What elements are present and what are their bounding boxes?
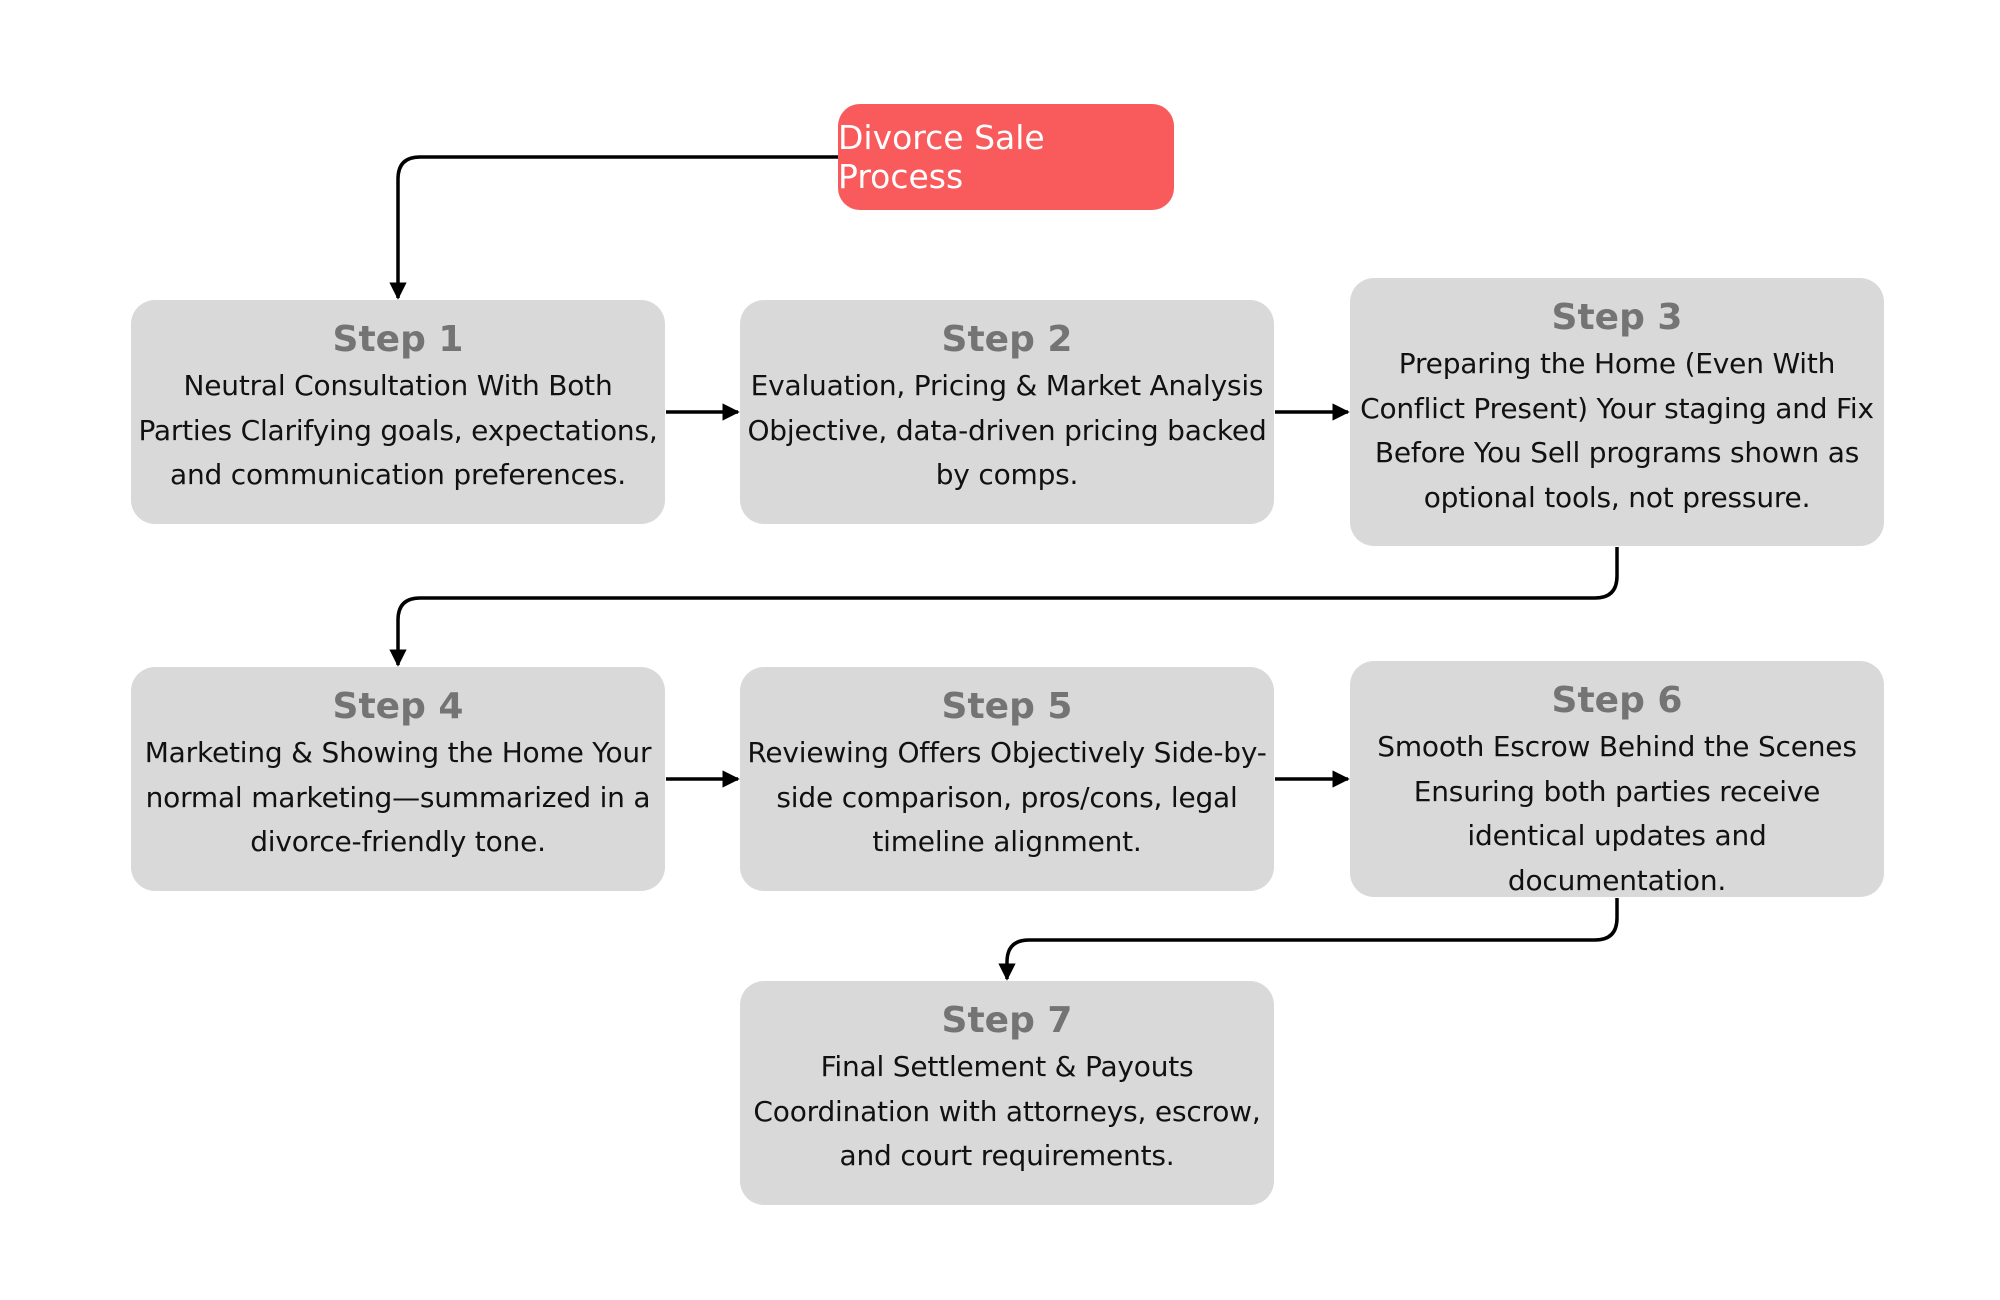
step-3-label: Step 3 (1551, 297, 1683, 338)
process-title: Divorce Sale Process (838, 104, 1174, 210)
step-7-line: Final Settlement & Payouts (820, 1050, 1194, 1083)
step-2-label: Step 2 (941, 319, 1073, 360)
step-2-box: Step 2 Evaluation, Pricing & Market Anal… (740, 300, 1274, 524)
step-1-label: Step 1 (332, 319, 464, 360)
step-4-label: Step 4 (332, 686, 464, 727)
step-5-label: Step 5 (941, 686, 1073, 727)
step-1-line: and communication preferences. (170, 458, 626, 491)
arrow-step-6-to-step-7 (998, 898, 1619, 981)
step-7-line: Coordination with attorneys, escrow, (753, 1094, 1261, 1128)
arrow-step-3-to-step-4 (389, 547, 1619, 667)
step-3-box: Step 3 Preparing the Home (Even With Con… (1350, 278, 1884, 546)
step-6-line: identical updates and (1467, 819, 1767, 852)
step-3-line: Before You Sell programs shown as (1374, 436, 1860, 469)
step-5-box: Step 5 Reviewing Offers Objectively Side… (740, 667, 1274, 891)
step-4-line: Marketing & Showing the Home Your (144, 736, 652, 769)
step-6-line: documentation. (1507, 863, 1727, 897)
step-1-line: Neutral Consultation With Both (183, 369, 613, 402)
step-4-line: divorce-friendly tone. (250, 825, 546, 858)
step-5-line: Reviewing Offers Objectively Side-by- (747, 736, 1267, 769)
step-7-line: and court requirements. (839, 1139, 1175, 1172)
step-2-line: Objective, data-driven pricing backed (747, 413, 1267, 447)
step-6-box: Step 6 Smooth Escrow Behind the Scenes E… (1350, 661, 1884, 897)
step-4-line: normal marketing—summarized in a (145, 780, 651, 814)
step-2-line: by comps. (935, 458, 1079, 491)
step-3-line: optional tools, not pressure. (1423, 480, 1811, 514)
step-6-line: Smooth Escrow Behind the Scenes (1377, 730, 1857, 763)
step-4-box: Step 4 Marketing & Showing the Home Your… (131, 667, 665, 891)
step-5-line: side comparison, pros/cons, legal (776, 780, 1238, 814)
arrow-title-to-step-1 (389, 155, 838, 300)
step-7-label: Step 7 (941, 1000, 1073, 1041)
step-7-box: Step 7 Final Settlement & Payouts Coordi… (740, 981, 1274, 1205)
step-3-line: Preparing the Home (Even With (1398, 347, 1836, 380)
step-3-line: Conflict Present) Your staging and Fix (1360, 391, 1874, 425)
step-2-line: Evaluation, Pricing & Market Analysis (750, 369, 1264, 402)
step-1-box: Step 1 Neutral Consultation With Both Pa… (131, 300, 665, 524)
step-6-line: Ensuring both parties receive (1413, 774, 1821, 808)
step-5-line: timeline alignment. (872, 825, 1142, 858)
step-1-line: Parties Clarifying goals, expectations, (138, 413, 658, 447)
step-6-label: Step 6 (1551, 680, 1683, 721)
